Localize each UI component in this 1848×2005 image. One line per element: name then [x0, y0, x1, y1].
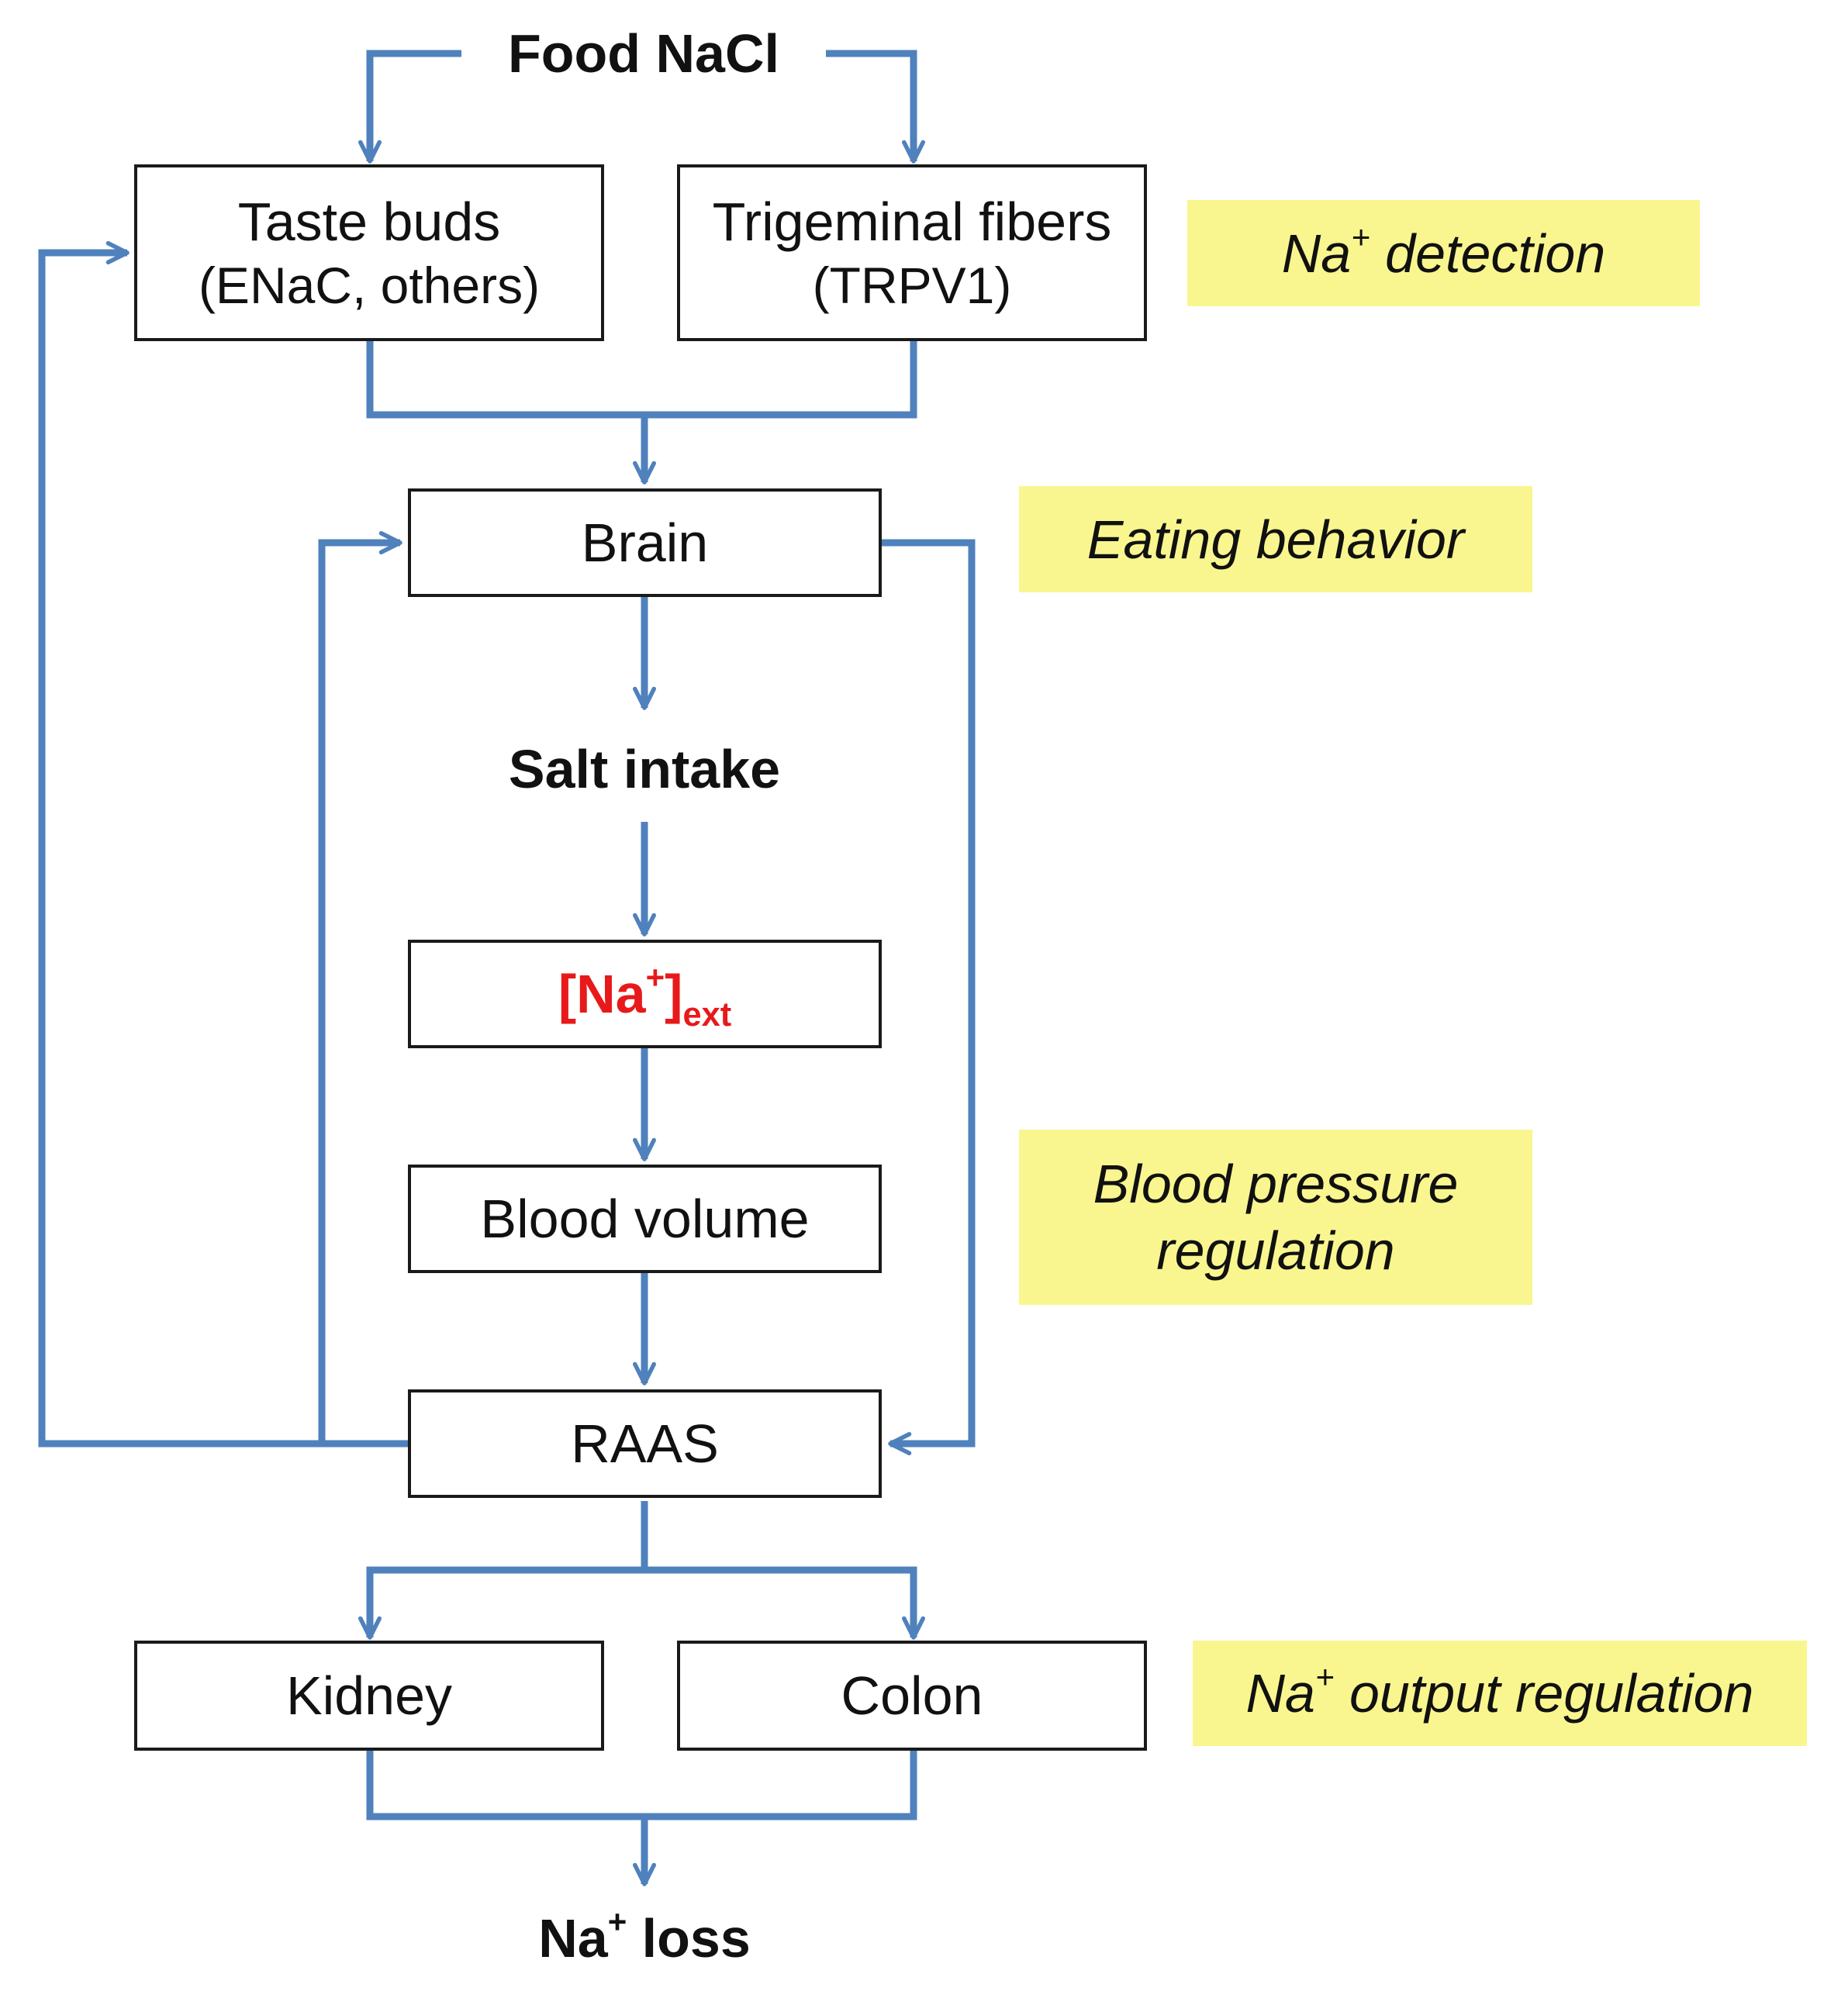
arrow-raas-to-brain: [318, 531, 402, 1444]
taste-buds-title: Taste buds: [237, 192, 501, 252]
eating-behavior-annotation: Eating behavior: [1019, 486, 1532, 592]
na-ext-sup: +: [645, 959, 665, 996]
output-regulation-annotation: Na+ output regulation: [1193, 1641, 1807, 1746]
blood-volume-label: Blood volume: [480, 1189, 810, 1249]
trigeminal-subtitle: (TRPV1): [812, 257, 1012, 314]
na-ext-close: ]: [665, 964, 683, 1024]
na-ext-label: [Na+]ext: [558, 959, 731, 1032]
na-ext-base: [Na: [558, 964, 646, 1024]
na-detection-base: Na: [1281, 223, 1352, 284]
food-nacl-label: Food NaCl: [508, 23, 779, 84]
arrow-brain-to-raas: [882, 539, 976, 1455]
raas-box: RAAS: [408, 1389, 882, 1498]
raas-label: RAAS: [571, 1413, 719, 1474]
na-loss-rest: loss: [627, 1908, 751, 1969]
blood-pressure-annotation: Blood pressure regulation: [1019, 1130, 1532, 1305]
arrow-food-to-taste-buds: [358, 50, 461, 164]
taste-buds-box: Taste buds (ENaC, others): [134, 164, 604, 341]
na-detection-sup: +: [1351, 218, 1370, 255]
na-detection-annotation: Na+ detection: [1187, 200, 1700, 306]
arrow-raas-to-colon: [644, 1566, 925, 1640]
na-loss-sup: +: [607, 1903, 627, 1941]
blood-pressure-line1: Blood pressure: [1093, 1154, 1459, 1214]
colon-box: Colon: [677, 1641, 1147, 1751]
output-regulation-text: Na+ output regulation: [1246, 1660, 1754, 1727]
output-regulation-base: Na: [1245, 1663, 1315, 1724]
kidney-box: Kidney: [134, 1641, 604, 1751]
raas-split-line: [358, 1501, 648, 1640]
na-detection-rest: detection: [1370, 223, 1606, 284]
trigeminal-fibers-box: Trigeminal fibers (TRPV1): [677, 164, 1147, 341]
blood-pressure-line2: regulation: [1156, 1220, 1395, 1281]
arrow-food-to-trigeminal: [826, 50, 925, 164]
output-regulation-rest: output regulation: [1334, 1663, 1754, 1724]
salt-intake-label: Salt intake: [508, 739, 781, 799]
merge-output-line: [366, 1751, 917, 1820]
trigeminal-title: Trigeminal fibers: [712, 192, 1112, 252]
arrow-raas-to-taste-buds: [38, 241, 413, 1448]
na-loss-label: Na+ loss: [465, 1906, 824, 1971]
brain-label: Brain: [581, 512, 709, 573]
blood-volume-box: Blood volume: [408, 1165, 882, 1273]
colon-label: Colon: [841, 1665, 983, 1726]
brain-box: Brain: [408, 488, 882, 597]
kidney-label: Kidney: [285, 1665, 453, 1726]
eating-behavior-text: Eating behavior: [1086, 509, 1465, 570]
na-loss-base: Na: [538, 1908, 608, 1969]
output-regulation-sup: +: [1314, 1658, 1335, 1696]
na-detection-text: Na+ detection: [1282, 220, 1606, 287]
na-ext-box: [Na+]ext: [408, 940, 882, 1048]
na-ext-sub: ext: [682, 996, 732, 1034]
taste-buds-subtitle: (ENaC, others): [198, 257, 541, 314]
merge-detectors-line: [366, 341, 917, 419]
